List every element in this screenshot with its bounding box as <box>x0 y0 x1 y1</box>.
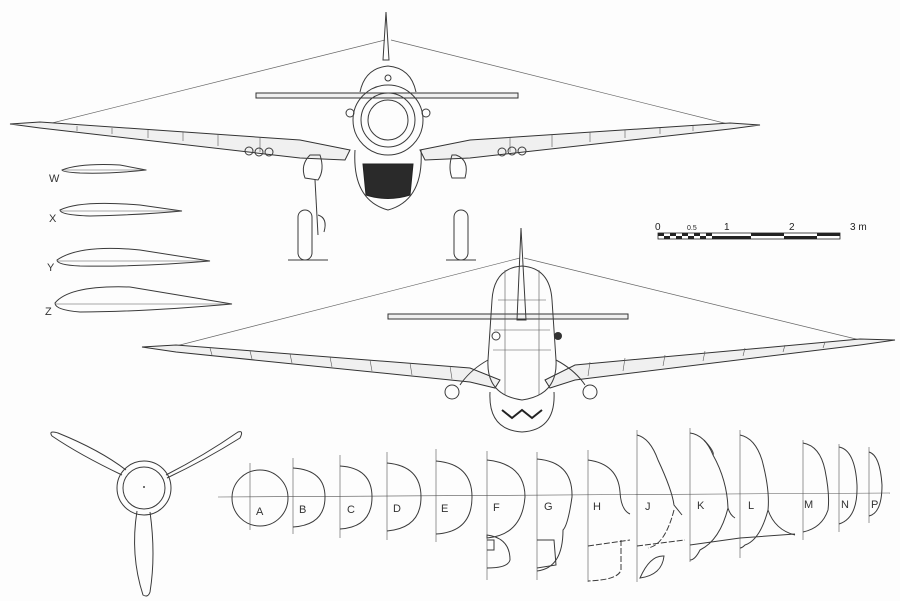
airfoil-sections: W X Y Z <box>45 164 233 318</box>
scale-bar: 0 0.5 1 2 3 m <box>655 222 867 240</box>
section-label-c: C <box>347 504 355 516</box>
section-label-p: P <box>871 499 878 511</box>
scale-tick-2: 2 <box>789 222 795 233</box>
section-label-g: G <box>544 501 553 513</box>
section-label-e: E <box>441 503 448 515</box>
section-label-f: F <box>493 502 500 514</box>
section-label-j: J <box>645 501 651 513</box>
scale-tick-0: 0 <box>655 222 661 233</box>
scale-tick-0-5: 0.5 <box>687 225 697 232</box>
propeller-view <box>50 431 243 597</box>
airfoil-label-z: Z <box>45 306 52 318</box>
section-label-d: D <box>393 503 401 515</box>
section-label-l: L <box>748 500 754 512</box>
fuselage-cross-sections: A B C D E F G H J K L M N P <box>217 428 891 582</box>
scale-tick-3m: 3 m <box>850 222 867 233</box>
front-view <box>9 11 761 261</box>
section-label-n: N <box>841 499 849 511</box>
section-label-h: H <box>593 501 601 513</box>
section-label-k: K <box>697 500 705 512</box>
airfoil-label-y: Y <box>47 262 55 274</box>
rear-view <box>141 227 896 433</box>
section-label-a: A <box>256 506 264 518</box>
section-label-m: M <box>804 499 813 511</box>
airfoil-label-w: W <box>49 173 60 185</box>
airfoil-label-x: X <box>49 213 57 225</box>
section-label-b: B <box>299 504 306 516</box>
scale-tick-1: 1 <box>724 222 730 233</box>
